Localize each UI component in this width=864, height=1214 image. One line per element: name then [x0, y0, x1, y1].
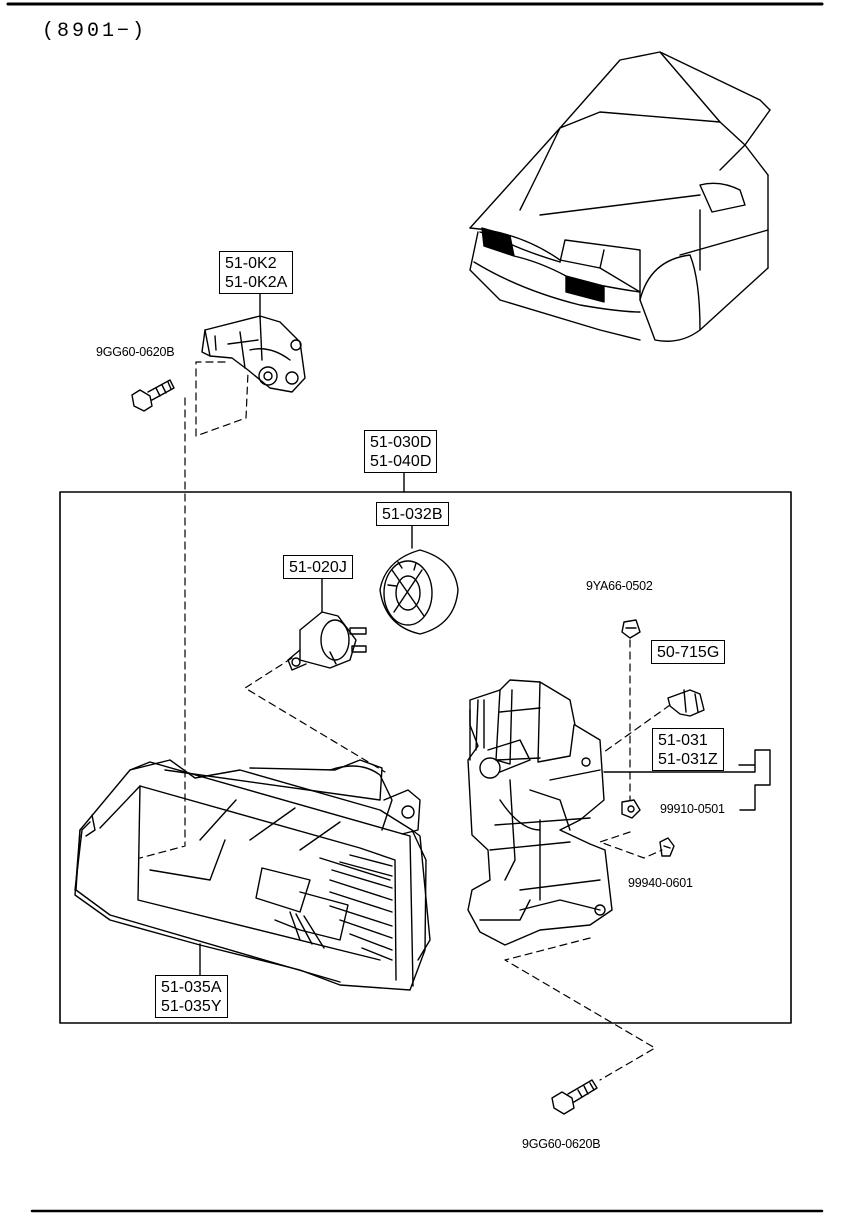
- part-label-51-020j[interactable]: 51-020J: [283, 555, 353, 579]
- part-label-bolt-bottom[interactable]: 9GG60-0620B: [522, 1137, 601, 1151]
- part-label-51-035a[interactable]: 51-035A 51-035Y: [155, 975, 228, 1018]
- part-label-51-032b[interactable]: 51-032B: [376, 502, 449, 526]
- part-number: 50-715G: [657, 644, 720, 661]
- part-number: 51-040D: [370, 453, 432, 470]
- mounting-bracket-icon: [467, 679, 613, 946]
- part-label-50-715g[interactable]: 50-715G: [651, 640, 726, 664]
- part-number: 51-031Z: [658, 751, 718, 768]
- part-number: 51-030D: [370, 434, 432, 451]
- bulb-icon: [287, 611, 367, 671]
- nut-icon: [659, 837, 675, 857]
- part-number: 51-020J: [289, 559, 347, 576]
- part-number: 51-035Y: [161, 998, 222, 1015]
- part-number: 51-031: [658, 732, 708, 749]
- leader-top-bolt: [139, 397, 186, 859]
- leveling-adjuster-icon: [201, 315, 306, 393]
- car-front-icon: [469, 51, 771, 342]
- part-number: 51-0K2A: [225, 274, 288, 291]
- bolt-icon: [131, 379, 175, 412]
- bolt-icon: [551, 1079, 598, 1115]
- part-label-99910[interactable]: 99910-0501: [660, 802, 725, 816]
- part-number: 51-035A: [161, 979, 222, 996]
- part-label-99940[interactable]: 99940-0601: [628, 876, 693, 890]
- part-label-51-031[interactable]: 51-031 51-031Z: [652, 728, 724, 771]
- leader-bracket-clip: [603, 704, 671, 753]
- headlight-assembly-icon: [74, 759, 431, 991]
- clip-icon: [667, 689, 705, 717]
- part-number: 51-0K2: [225, 255, 277, 272]
- assembly-frame: [59, 491, 792, 1024]
- part-label-51-0k2[interactable]: 51-0K2 51-0K2A: [219, 251, 294, 294]
- clip-icon: [621, 619, 641, 639]
- leader-bulb: [244, 657, 386, 773]
- bulb-socket-cap-icon: [379, 549, 459, 635]
- part-label-51-030d[interactable]: 51-030D 51-040D: [364, 430, 438, 473]
- model-range-label: (8901−): [42, 20, 148, 43]
- leader-bottom-bolt: [504, 937, 656, 1081]
- leader-top-bracket: [195, 361, 249, 437]
- part-label-9ya66[interactable]: 9YA66-0502: [586, 579, 653, 593]
- leader-nut: [599, 831, 663, 859]
- part-number: 51-032B: [382, 506, 443, 523]
- nut-icon: [621, 799, 641, 819]
- part-label-bolt-top[interactable]: 9GG60-0620B: [96, 345, 175, 359]
